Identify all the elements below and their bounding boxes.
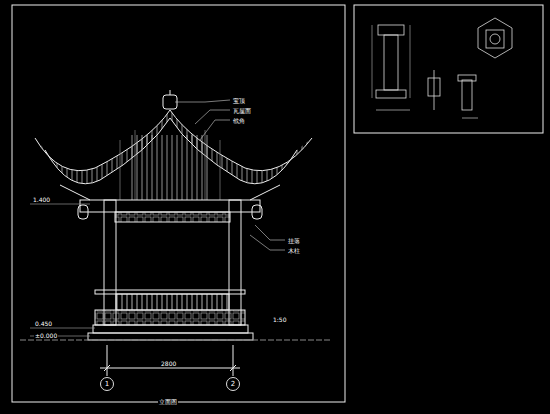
- drawing-label: 宝顶: [232, 97, 246, 104]
- drawing-label: 1.400: [32, 196, 51, 203]
- drawing-label: 2800: [160, 360, 177, 367]
- axis-circle: 2: [226, 377, 240, 391]
- frames: [12, 5, 543, 402]
- pavilion: [20, 90, 330, 376]
- drawing-label: ±0.000: [34, 332, 58, 339]
- drawing-label: 立面图: [158, 398, 178, 405]
- drawing-label: 1:50: [272, 316, 287, 323]
- detail-drawings: [372, 18, 512, 118]
- axis-number: 2: [231, 380, 235, 388]
- axis-circle: 1: [100, 377, 114, 391]
- drawing-label: 瓦屋面: [232, 107, 252, 114]
- drawing-label: 挂落: [287, 237, 301, 244]
- drawing-label: 戗角: [232, 117, 246, 124]
- drawing-label: 0.450: [34, 320, 53, 327]
- axis-number: 1: [105, 380, 109, 388]
- drawing-label: 木柱: [287, 247, 301, 254]
